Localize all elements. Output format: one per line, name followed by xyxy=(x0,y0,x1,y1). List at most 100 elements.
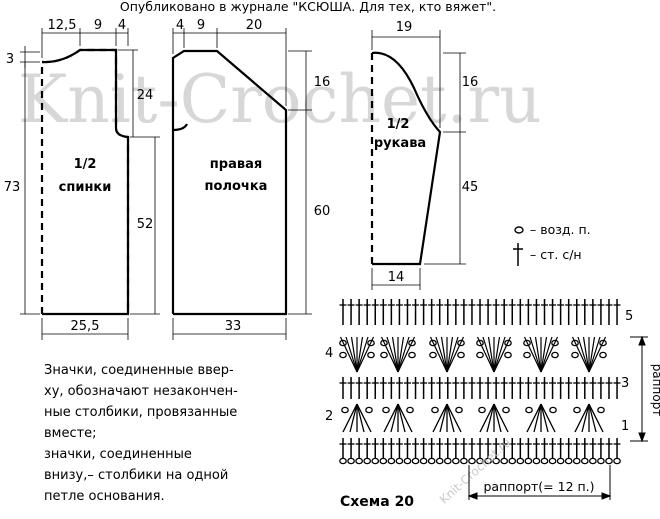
cluster-stitch xyxy=(391,336,399,373)
cluster-stitch xyxy=(446,336,465,373)
chain-stitch xyxy=(484,457,492,465)
front-armhole-curve xyxy=(172,123,188,132)
chain-stitch xyxy=(599,339,607,347)
sleeve-dim-cap: 16 xyxy=(462,75,479,90)
sleeve-pattern-piece: 1/2 рукава xyxy=(370,51,442,266)
chain-stitch xyxy=(387,457,396,465)
cluster-stitch xyxy=(582,336,590,373)
fan-stitch xyxy=(493,403,509,433)
back-dim-armhole: 24 xyxy=(137,88,154,103)
chain-stitch xyxy=(457,351,465,359)
cluster-stitch xyxy=(429,336,448,373)
row-number-4: 4 xyxy=(325,346,333,361)
cluster-stitch xyxy=(397,336,410,373)
cluster-stitch xyxy=(345,336,358,373)
cluster-stitch xyxy=(571,336,590,373)
chain-stitch xyxy=(549,406,557,414)
note-line-2: ху, обозначают незакончен- xyxy=(44,384,238,399)
cluster-stitch xyxy=(386,336,399,373)
chain-stitch xyxy=(339,351,347,359)
fan-stitch xyxy=(397,403,413,433)
fan-stitch xyxy=(356,403,372,433)
row-number-3: 3 xyxy=(621,376,629,391)
fan-stitch xyxy=(486,403,495,433)
fan-stitch xyxy=(356,403,365,433)
cluster-stitch xyxy=(588,336,596,373)
chain-stitch xyxy=(363,457,372,465)
chain-stitch xyxy=(468,457,476,465)
chain-stitch xyxy=(367,351,375,359)
chain-stitch xyxy=(355,457,363,465)
back-dim-side: 52 xyxy=(137,217,154,232)
front-dim-top-c: 20 xyxy=(246,18,263,33)
chain-stitch xyxy=(341,406,349,414)
chain-stitch xyxy=(597,457,605,465)
notes: Значки, соединенные ввер- ху, обозначают… xyxy=(44,363,238,504)
chain-stitch xyxy=(523,351,531,359)
chain-stitch xyxy=(504,351,512,359)
back-label-fraction: 1/2 xyxy=(74,157,97,172)
chain-stitch xyxy=(339,457,347,465)
cluster-stitch xyxy=(435,336,448,373)
chain-stitch xyxy=(443,457,452,465)
chain-stitch xyxy=(492,457,500,465)
legend-dc-label: – ст. с/н xyxy=(530,247,582,262)
chain-stitch xyxy=(548,457,557,465)
fan-stitch xyxy=(383,403,399,433)
chain-stitch xyxy=(339,339,347,347)
chain-stitch xyxy=(476,351,484,359)
chain-stitch xyxy=(597,406,605,414)
legend-chain-label: – возд. п. xyxy=(530,222,591,237)
chain-stitch xyxy=(429,351,437,359)
fan-stitch xyxy=(493,403,502,433)
front-dim-side: 60 xyxy=(314,204,331,219)
cluster-stitch xyxy=(356,336,369,373)
note-line-6: внизу,– столбики на одной xyxy=(44,468,228,483)
fan-stitch xyxy=(540,403,549,433)
back-dim-top-mid: 9 xyxy=(94,18,102,33)
cluster-stitch xyxy=(440,336,448,373)
chain-stitch xyxy=(379,457,388,465)
front-dimensions xyxy=(172,28,312,340)
chain-stitch xyxy=(347,457,355,465)
watermark-text: Knit-Crochet.ru xyxy=(18,61,542,138)
fan-stitch xyxy=(533,403,542,433)
back-outline xyxy=(41,48,130,316)
back-label-name: спинки xyxy=(59,180,112,195)
cluster-stitch xyxy=(540,336,553,373)
chain-stitch xyxy=(540,457,549,465)
horizontal-repeat-bracket xyxy=(467,465,612,500)
chain-stitch xyxy=(455,406,463,414)
source-note: Опубликовано в журнале "КСЮША. Для тех, … xyxy=(120,0,496,14)
double-crochet-icon xyxy=(513,243,523,266)
cluster-stitch xyxy=(577,336,590,373)
chain-stitch xyxy=(523,339,531,347)
row-number-5: 5 xyxy=(625,309,633,324)
chain-stitch xyxy=(427,457,436,465)
cluster-stitch xyxy=(588,336,601,373)
chain-stitch xyxy=(589,457,597,465)
front-label-line1: правая xyxy=(210,157,262,172)
fan-stitch xyxy=(446,403,455,433)
chain-stitch xyxy=(556,457,565,465)
crochet-stitch-chart xyxy=(339,299,621,465)
chain-stitch xyxy=(564,457,573,465)
row-number-2: 2 xyxy=(325,409,333,424)
chain-stitch xyxy=(605,457,613,465)
note-line-4: вместе; xyxy=(44,426,97,441)
chart-caption: Схема 20 xyxy=(340,494,414,510)
sleeve-dim-bottom: 14 xyxy=(388,270,405,285)
chain-stitch xyxy=(613,457,621,465)
chain-stitch xyxy=(403,457,412,465)
cluster-stitch xyxy=(487,336,495,373)
note-line-7: петле основания. xyxy=(44,489,165,504)
sleeve-dimensions xyxy=(371,30,466,290)
fan-stitch xyxy=(342,403,358,433)
row-number-1: 1 xyxy=(621,419,629,434)
chain-stitch xyxy=(502,406,510,414)
chain-stitch xyxy=(551,351,559,359)
cluster-stitch xyxy=(397,336,416,373)
cluster-stitch xyxy=(540,336,548,373)
cluster-stitch xyxy=(540,336,559,373)
